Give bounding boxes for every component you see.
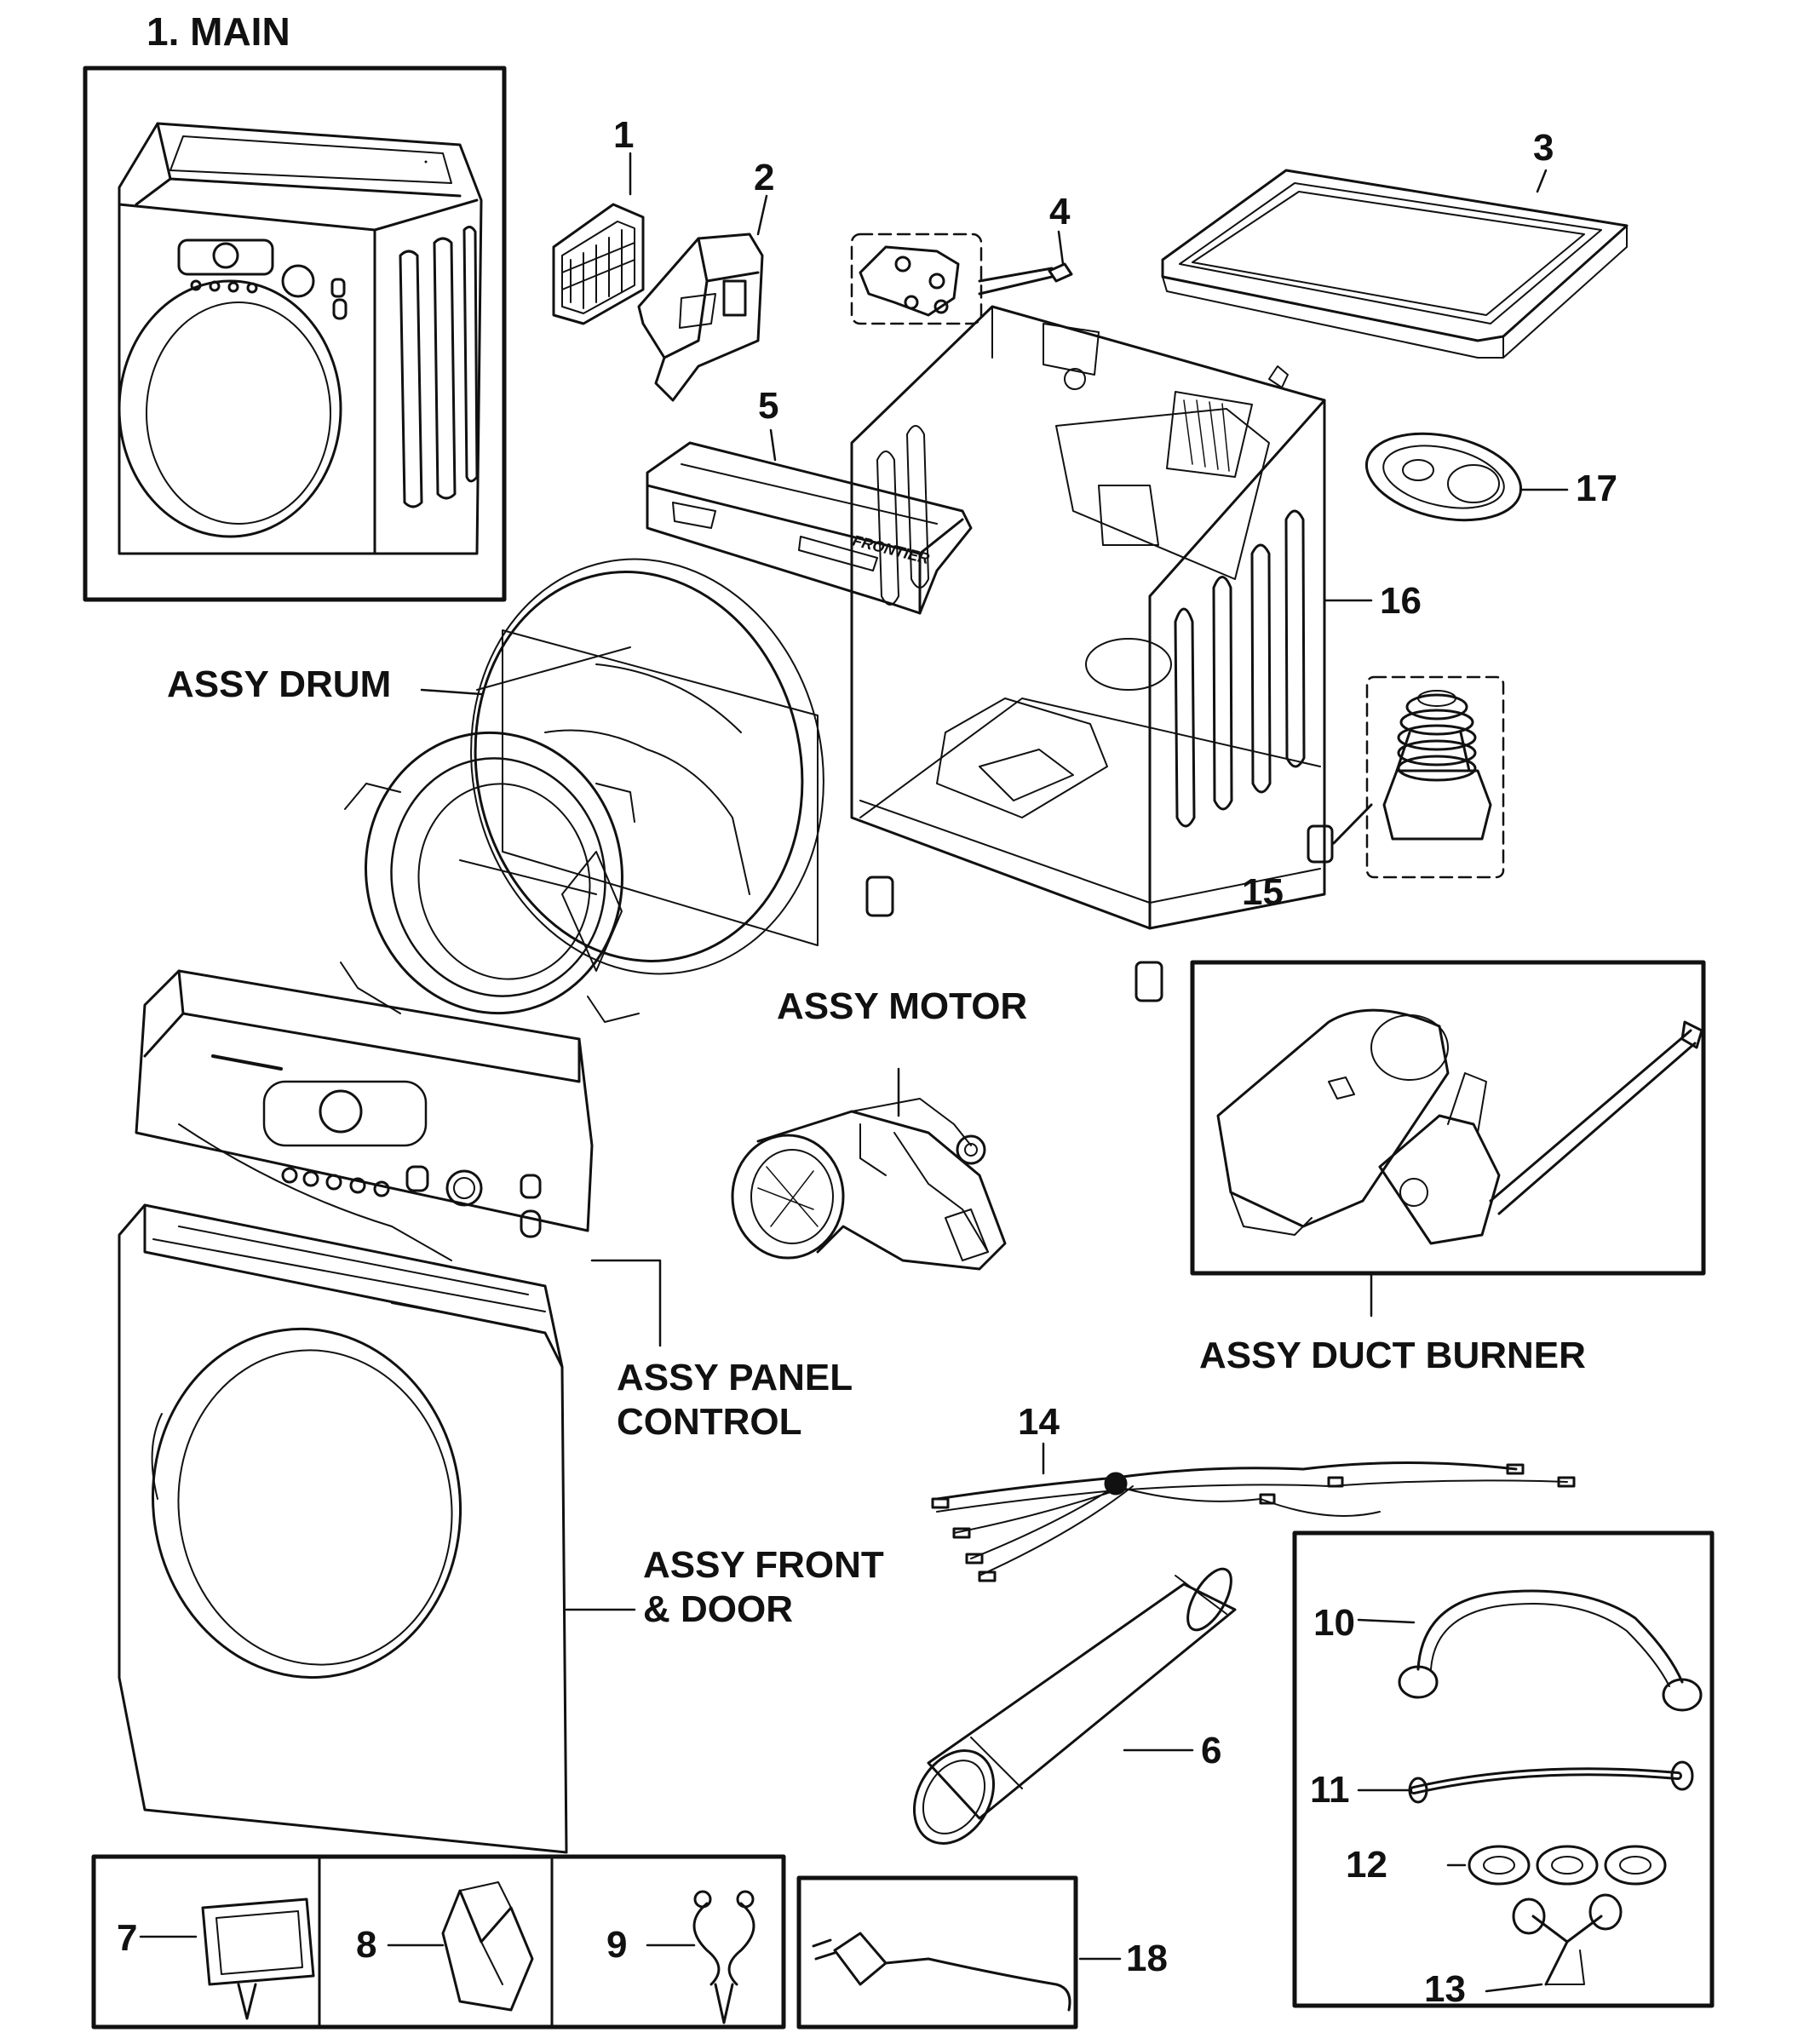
assy-front-door-label-line2: & DOOR (643, 1588, 793, 1630)
part-label-2: 2 (754, 157, 775, 198)
assembled-dryer-illustration (83, 66, 507, 602)
part-17-gasket-drawing (1364, 432, 1523, 522)
part-4-hinge-drawing (850, 233, 1073, 325)
assy-front-door-drawing (118, 1203, 568, 1854)
part-label-7: 7 (117, 1917, 138, 1959)
part-15-leveling-legs-drawing (865, 675, 1505, 1002)
part-label-15: 15 (1242, 871, 1284, 913)
part-18-power-cord-drawing (796, 1875, 1078, 2030)
part-6-duct-drawing (912, 1567, 1237, 1845)
assy-panel-control-label-line2: CONTROL (617, 1400, 802, 1443)
parts-7-9-clips-drawing (91, 1854, 786, 2030)
part-label-5: 5 (758, 385, 779, 427)
part-label-14: 14 (1018, 1401, 1060, 1443)
assy-duct-burner-drawing (1190, 960, 1706, 1276)
assy-panel-control-label-line1: ASSY PANEL (617, 1357, 853, 1398)
parts-10-13-hoses-drawing (1292, 1530, 1715, 2008)
part-label-10: 10 (1313, 1602, 1355, 1644)
part-label-9: 9 (606, 1924, 628, 1966)
assy-duct-burner-label: ASSY DUCT BURNER (1199, 1335, 1586, 1376)
part-label-11: 11 (1310, 1769, 1350, 1811)
part-14-wire-harness-drawing (931, 1461, 1576, 1582)
part-3-top-cover-drawing (1161, 169, 1629, 359)
part-label-18: 18 (1126, 1938, 1168, 1979)
assy-front-door-label-line1: ASSY FRONT (643, 1544, 884, 1586)
part-1-filter-drawing (552, 203, 645, 325)
assy-drum-drawing (340, 160, 824, 1023)
part-label-8: 8 (356, 1924, 377, 1966)
part-label-3: 3 (1533, 127, 1554, 169)
diagram-title: 1. MAIN (146, 9, 290, 54)
assy-panel-control-label: ASSY PANEL CONTROL (617, 1356, 853, 1444)
part-label-12: 12 (1346, 1844, 1387, 1886)
part-label-1: 1 (613, 114, 635, 156)
assy-motor-label: ASSY MOTOR (777, 985, 1028, 1027)
assy-front-door-label: ASSY FRONT & DOOR (643, 1543, 884, 1632)
assy-panel-control-drawing (135, 969, 594, 1261)
assy-drum-label: ASSY DRUM (167, 663, 392, 705)
assy-motor-drawing (731, 1098, 1007, 1271)
leader-lines (139, 152, 1569, 1993)
panel-brand-text: FRONTIER (851, 531, 931, 567)
part-label-4: 4 (1049, 191, 1071, 233)
part-label-17: 17 (1576, 468, 1617, 509)
part-label-13: 13 (1424, 1968, 1466, 2010)
part-2-bracket-drawing (637, 233, 764, 402)
part-label-16: 16 (1380, 580, 1422, 622)
part-16-cabinet-drawing (850, 305, 1326, 930)
part-label-6: 6 (1201, 1730, 1222, 1771)
